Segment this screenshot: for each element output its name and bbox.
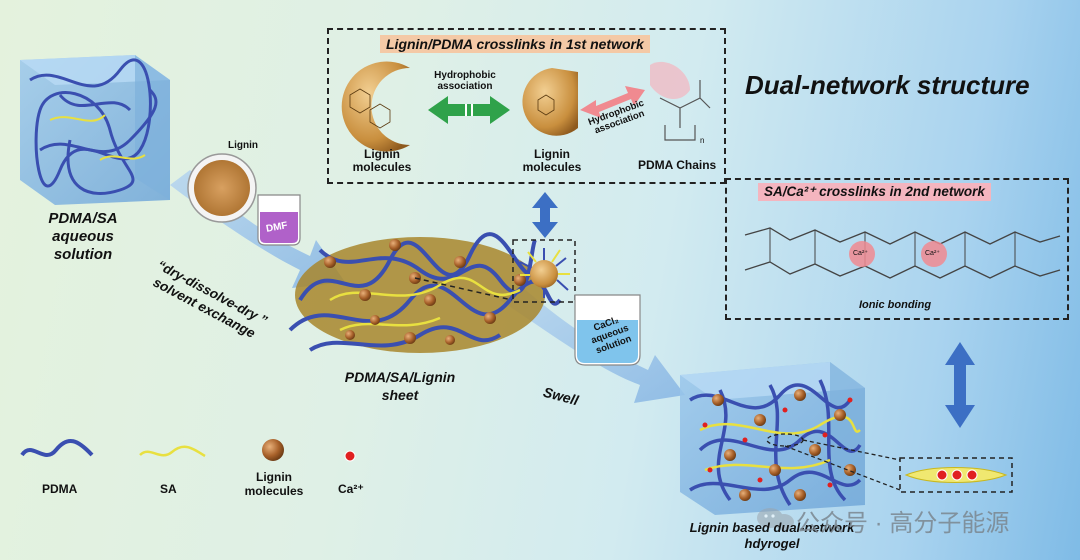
box-first-network — [327, 28, 726, 184]
ca-label-1: Ca²⁺ — [853, 250, 868, 257]
legend-ca-symbol — [344, 450, 356, 462]
pdma-sa-lignin-sheet — [288, 232, 562, 353]
lignin-molecule-mid — [522, 68, 578, 136]
ionic-crosslink-detail — [904, 467, 1008, 483]
watermark-text: 公众号 · 高分子能源 — [796, 510, 1010, 537]
pink-hydrophobic-arrow — [580, 86, 645, 118]
lignin-powder-label: Lignin — [228, 140, 258, 151]
green-hydrophobic-arrow — [428, 96, 510, 124]
chem-subscript-n: n — [700, 136, 705, 145]
box1-title: Lignin/PDMA crosslinks in 1st network — [380, 35, 650, 53]
sheet-label: PDMA/SA/Lignin sheet — [344, 369, 456, 403]
ionic-zoom-box — [899, 457, 1013, 493]
legend-pdma-symbol — [20, 439, 94, 457]
legend-ca-label: Ca²⁺ — [338, 482, 364, 496]
sheet-lignin-particles — [324, 239, 526, 345]
hydrogel-ca-ions — [702, 397, 853, 488]
lignin-label-left: Lignin molecules — [352, 147, 412, 174]
lignin-label-mid: Lignin molecules — [522, 147, 582, 174]
box2-title: SA/Ca²⁺ crosslinks in 2nd network — [758, 183, 991, 201]
hydrogel-label: Lignin based dual-network hdyrogel — [689, 520, 855, 551]
double-arrow-center — [532, 192, 558, 238]
solution-label: PDMA/SA aqueous solution — [48, 210, 118, 263]
alginate-ca-structure — [744, 227, 1061, 279]
lignin-molecule-left — [341, 61, 410, 152]
legend-pdma-label: PDMA — [42, 482, 78, 496]
zoom-lignin-particle — [519, 248, 570, 298]
hydrophobic-label-left: Hydrophobic association — [434, 70, 496, 92]
hydrogel-cube — [680, 362, 865, 515]
pdma-sa-cube — [20, 55, 170, 205]
legend-lignin-symbol — [262, 439, 284, 461]
hydrogel-lignin-particles — [712, 389, 856, 501]
pdma-chains-label: PDMA Chains — [638, 158, 717, 172]
ca-label-2: Ca²⁺ — [925, 250, 940, 257]
ionic-bonding-label: Ionic bonding — [858, 299, 932, 311]
watermark-logo-icon — [757, 508, 794, 530]
legend-sa-symbol — [139, 445, 206, 458]
zoom-inset-box — [512, 239, 576, 303]
box-second-network — [725, 178, 1069, 320]
pdma-chain-structure — [650, 61, 711, 141]
page-title: Dual-network structure — [745, 70, 1030, 100]
double-arrow-right — [945, 342, 975, 428]
cacl2-beaker — [574, 294, 641, 366]
legend-sa-label: SA — [160, 482, 177, 496]
lignin-powder-dish — [187, 153, 257, 223]
dmf-beaker — [257, 194, 301, 246]
legend-lignin-label: Lignin molecules — [244, 470, 304, 498]
